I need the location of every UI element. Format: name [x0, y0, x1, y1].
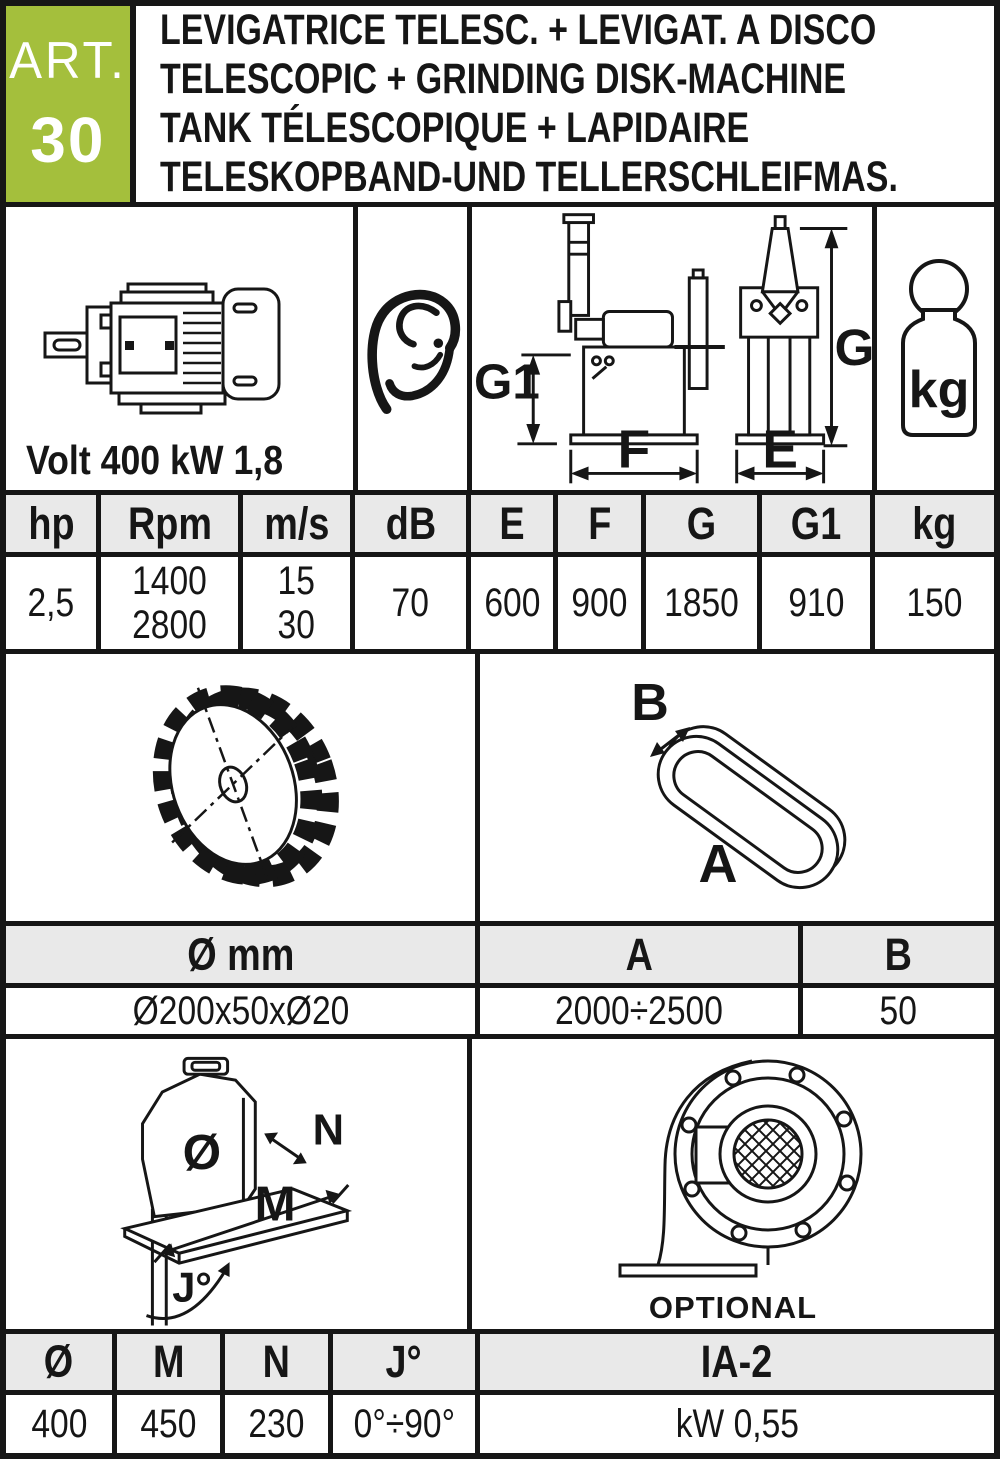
belt-label-a: A: [699, 834, 738, 894]
electric-motor-icon: [43, 282, 280, 415]
col-header-g1: G1: [762, 495, 875, 552]
disk-blower-row: Ø N M: [6, 1039, 994, 1334]
disk-label-m: M: [254, 1177, 295, 1232]
spec-table-header: hp Rpm m/s dB E F G G1 kg: [6, 495, 994, 557]
col-header-a: A: [480, 926, 803, 983]
col-header-n: N: [225, 1334, 333, 1390]
dims-table-header: Ø mm A B: [6, 926, 994, 988]
title-line-french: TANK TÉLESCOPIQUE + LAPIDAIRE: [159, 104, 749, 152]
weight-cell: kg: [877, 207, 994, 490]
dim-m: M: [153, 1177, 350, 1264]
disk-table-values: 400 450 230 0°÷90° kW 0,55: [6, 1395, 994, 1453]
disk-sander-diagram: Ø N M: [120, 1056, 353, 1326]
dim-n: N: [264, 1106, 344, 1165]
value-f: 900: [558, 557, 646, 649]
title-line-german: TELESKOPBAND-UND TELLERSCHLEIFMAS.: [159, 153, 898, 201]
dim-label-e: E: [762, 421, 798, 480]
value-j-range: 0°÷90°: [333, 1395, 480, 1453]
value-belt-length: 2000÷2500: [480, 988, 803, 1034]
side-view: [735, 215, 826, 446]
value-belt-width: 50: [879, 988, 918, 1033]
title-line-english: TELESCOPIC + GRINDING DISK-MACHINE: [159, 55, 846, 103]
disk-label-n: N: [313, 1106, 344, 1154]
value-kg: 150: [906, 580, 963, 625]
col-header-f: F: [558, 495, 646, 552]
weight-icon: kg: [901, 259, 977, 437]
optional-label: OPTIONAL: [648, 1290, 818, 1325]
dim-j: J°: [145, 1262, 230, 1320]
col-header-rpm: Rpm: [101, 495, 243, 552]
title-line-italian: LEVIGATRICE TELESC. + LEVIGAT. A DISCO: [159, 6, 877, 54]
value-e: 600: [471, 557, 558, 649]
art-number: 30: [30, 104, 106, 176]
value-g1: 910: [762, 557, 875, 649]
col-header-db: dB: [355, 495, 471, 552]
ear-icon: [367, 289, 461, 414]
wheel-belt-row: B A: [6, 654, 994, 926]
col-header-hp: hp: [6, 495, 101, 552]
icons-row: Volt 400 kW 1,8: [6, 207, 994, 495]
col-header-j: J°: [333, 1334, 480, 1390]
noise-level-cell: [358, 207, 472, 490]
dims-table-values: Ø200x50xØ20 2000÷2500 50: [6, 988, 994, 1039]
dim-label-g: G: [834, 319, 872, 376]
machine-dimensions-diagram: G1 F E: [474, 213, 872, 484]
value-db: 70: [355, 557, 471, 649]
dim-f: F: [569, 421, 699, 484]
product-title: LEVIGATRICE TELESC. + LEVIGAT. A DISCO T…: [136, 6, 994, 202]
col-header-e: E: [471, 495, 558, 552]
motor-caption: Volt 400 kW 1,8: [26, 437, 284, 483]
bolt-holes: [680, 1066, 856, 1242]
value-n: 230: [225, 1395, 333, 1453]
dim-label-g1: G1: [474, 354, 540, 409]
disk-label-diameter: Ø: [183, 1125, 221, 1180]
front-view: [557, 213, 725, 446]
dim-b: B: [631, 674, 690, 757]
value-disk-diameter: 400: [6, 1395, 117, 1453]
col-header-ia2: IA-2: [701, 1336, 773, 1387]
dim-g: G: [799, 227, 872, 448]
contact-wheel-cell: [6, 654, 480, 921]
col-header-disk-diameter: Ø: [6, 1334, 117, 1390]
col-header-m: M: [117, 1334, 225, 1390]
art-number-box: ART. 30: [6, 6, 136, 202]
value-m: 450: [117, 1395, 225, 1453]
motor-cell: Volt 400 kW 1,8: [6, 207, 358, 490]
col-header-g: G: [646, 495, 762, 552]
overall-dimensions-cell: G1 F E: [472, 207, 877, 490]
dim-label-f: F: [618, 421, 651, 480]
col-header-b: B: [884, 928, 913, 980]
col-header-kg: kg: [912, 497, 957, 549]
value-hp: 2,5: [6, 557, 101, 649]
abrasive-belt-cell: B A: [480, 654, 994, 921]
value-wheel-size: Ø200x50xØ20: [6, 988, 480, 1034]
dust-blower-cell: OPTIONAL: [472, 1039, 994, 1329]
dim-e: E: [735, 421, 826, 484]
disk-label-j: J°: [172, 1264, 212, 1311]
value-blower-power: kW 0,55: [675, 1401, 799, 1446]
dust-blower-icon: [618, 1059, 863, 1278]
header-band: ART. 30 LEVIGATRICE TELESC. + LEVIGAT. A…: [6, 6, 994, 207]
belt-label-b: B: [631, 674, 669, 732]
value-g: 1850: [646, 557, 762, 649]
contact-wheel-icon: [152, 685, 339, 888]
kg-label: kg: [909, 361, 970, 419]
art-label: ART.: [9, 32, 127, 90]
dim-g1: G1: [474, 353, 571, 446]
abrasive-belt-icon: B A: [631, 674, 847, 894]
col-header-ms: m/s: [243, 495, 355, 552]
disk-table-header: Ø M N J° IA-2: [6, 1334, 994, 1395]
disk-sander-cell: Ø N M: [6, 1039, 472, 1329]
col-header-diameter-mm: Ø mm: [6, 926, 480, 983]
